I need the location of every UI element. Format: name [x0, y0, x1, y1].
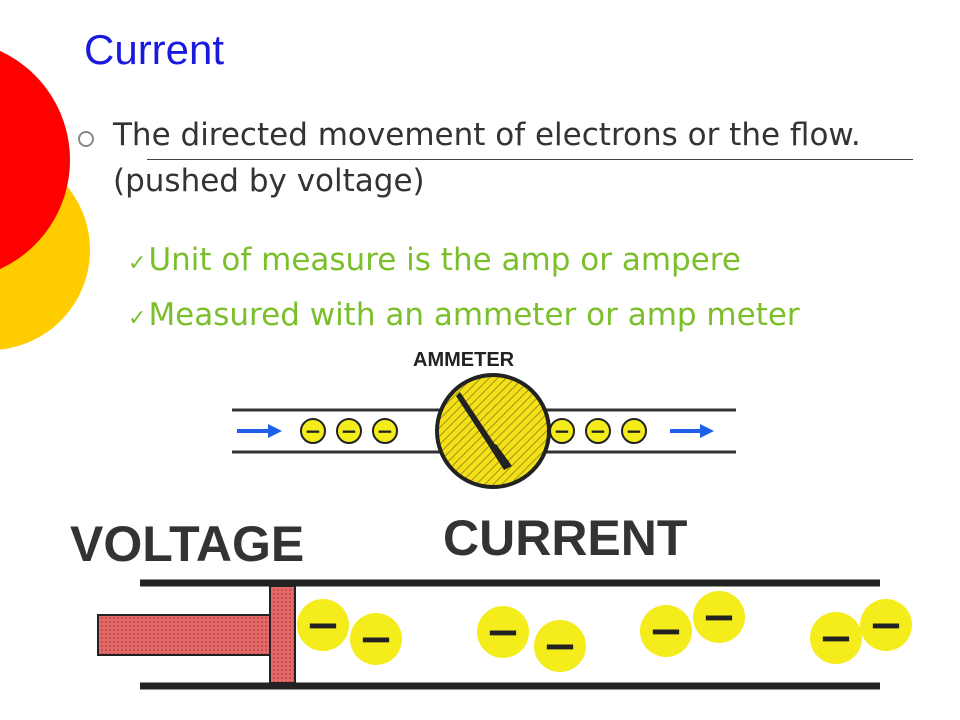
bullet-circle-icon [78, 131, 94, 147]
pipe [140, 579, 880, 690]
arrow-right-icon [237, 424, 282, 438]
electron-8: − [860, 599, 912, 651]
piston [97, 585, 296, 684]
decorative-circles [0, 50, 90, 350]
ammeter-dial-icon [435, 373, 551, 489]
check-item-label: Unit of measure is the amp or ampere [148, 242, 741, 278]
red-circle [0, 50, 70, 270]
svg-text:−: − [868, 600, 903, 649]
electron-4: − [534, 620, 586, 672]
electron-left-3: − [372, 418, 398, 444]
svg-text:−: − [485, 607, 520, 656]
electron-1: − [297, 599, 349, 651]
ammeter-wire [232, 408, 736, 454]
svg-text:−: − [341, 419, 358, 443]
slide-title: Current [84, 26, 225, 73]
svg-text:−: − [701, 592, 736, 641]
electron-left-1: − [300, 418, 326, 444]
ammeter-label: AMMETER [413, 349, 515, 371]
svg-text:−: − [626, 419, 643, 443]
svg-text:−: − [554, 419, 571, 443]
svg-text:−: − [305, 600, 340, 649]
electron-2: − [350, 613, 402, 665]
svg-text:−: − [358, 614, 393, 663]
svg-text:−: − [818, 613, 853, 662]
svg-text:−: − [305, 419, 322, 443]
electron-5: − [640, 605, 692, 657]
check-item-label: Measured with an ammeter or amp meter [148, 297, 800, 333]
voltage-label: VOLTAGE [70, 516, 304, 572]
checkmark-icon: ✓ [128, 251, 147, 276]
electron-right-3: − [621, 418, 647, 444]
divider-line [147, 159, 913, 160]
electron-3: − [477, 606, 529, 658]
electron-7: − [810, 612, 862, 664]
arrow-right-icon [670, 424, 714, 438]
checkmark-icon: ✓ [128, 306, 147, 331]
electron-right-1: − [549, 418, 575, 444]
electron-left-2: − [336, 418, 362, 444]
svg-text:−: − [648, 606, 683, 655]
electron-right-2: − [585, 418, 611, 444]
circuit-illustration: AMMETER − − − − − − V [70, 349, 912, 690]
svg-text:−: − [542, 621, 577, 670]
electron-6: − [693, 591, 745, 643]
check-item-measured: ✓ Measured with an ammeter or amp meter [128, 297, 800, 333]
bullet-text: The directed movement of electrons or th… [113, 117, 861, 199]
svg-text:−: − [590, 419, 607, 443]
current-label: CURRENT [443, 510, 687, 566]
svg-text:−: − [377, 419, 394, 443]
check-item-unit: ✓ Unit of measure is the amp or ampere [128, 242, 741, 278]
